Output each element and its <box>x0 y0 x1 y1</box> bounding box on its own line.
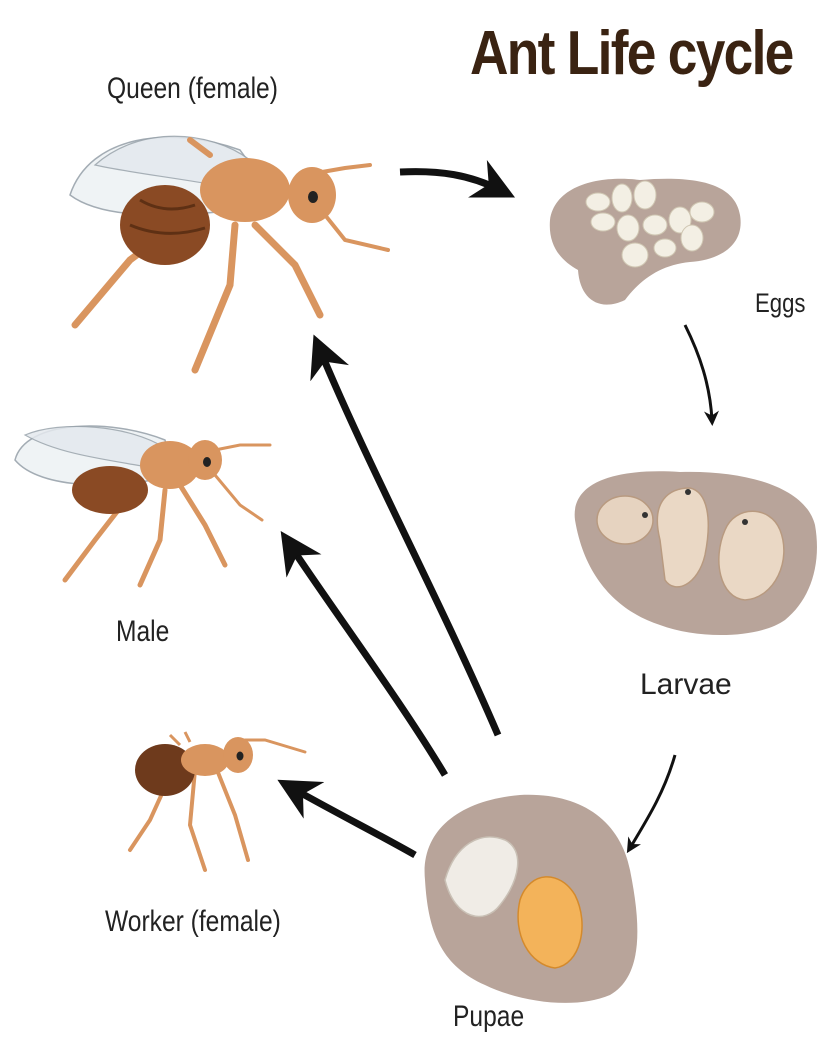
eggs-illustration <box>550 179 741 305</box>
queen-ant-illustration <box>70 136 388 370</box>
arrow-larvae-to-pupae <box>630 755 675 848</box>
male-ant-illustration <box>15 426 270 585</box>
pupae-illustration <box>425 795 638 1003</box>
arrow-pupae-to-worker <box>292 788 415 855</box>
larvae-illustration <box>575 471 817 635</box>
arrow-eggs-to-larvae <box>685 325 712 420</box>
arrow-pupae-to-queen <box>320 350 498 735</box>
worker-ant-illustration <box>130 732 305 870</box>
arrow-queen-to-eggs <box>400 172 500 190</box>
arrow-pupae-to-male <box>290 545 445 775</box>
